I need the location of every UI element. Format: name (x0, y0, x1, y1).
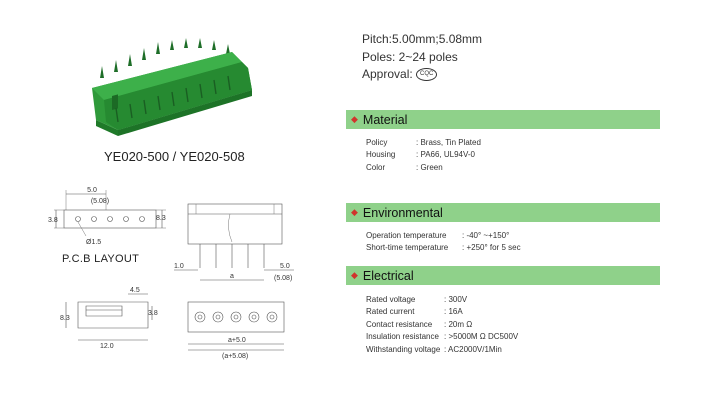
dim-side-height: 8.3 (156, 215, 166, 222)
dim-pitch-alt: (5.08) (91, 198, 109, 205)
list-item: Insulation resistance: >5000M Ω DC500V (366, 332, 519, 342)
dim-pitch: 5.0 (87, 187, 97, 194)
bullet-diamond-icon: ◆ (351, 270, 358, 280)
front-view-drawing: 1.0 a 5.0 (5.08) (174, 203, 294, 282)
list-item: Withstanding voltage: AC2000V/1Min (366, 344, 502, 354)
list-item: Contact resistance: 20m Ω (366, 319, 473, 329)
product-image (92, 38, 252, 136)
pcb-layout-drawing: 5.0 (5.08) 3.8 8.3 Ø1.5 (48, 187, 166, 246)
list-item: Short-time temperature : +250° for 5 sec (366, 243, 521, 253)
list-item: Operation temperature : -40° ~+150° (366, 230, 510, 240)
dim-bottom-a: a+5.0 (228, 337, 246, 344)
dim-pin-offset: 1.0 (174, 263, 184, 270)
pcb-layout-label: P.C.B LAYOUT (62, 253, 140, 265)
bullet-diamond-icon: ◆ (351, 114, 358, 124)
dim-a: a (230, 273, 234, 280)
material-title: Material (362, 112, 408, 127)
spec-pitch: Pitch:5.00mm;5.08mm (362, 32, 483, 46)
spec-approval-label: Approval: (362, 67, 413, 81)
dim-hole-height: 3.8 (48, 217, 58, 224)
dim-side-width: 12.0 (100, 343, 114, 350)
cqc-mark-icon: CQC (416, 68, 438, 82)
dim-hole-diameter: Ø1.5 (86, 239, 101, 246)
list-item: Housing: PA66, UL94V-0 (366, 150, 475, 160)
electrical-rows: Rated voltage: 300V Rated current: 16A C… (366, 293, 518, 356)
dim-front-pitch-alt: (5.08) (274, 275, 292, 282)
side-view-drawing: 4.5 8.3 3.8 12.0 (60, 287, 158, 350)
material-header: ◆ Material (346, 110, 660, 129)
environmental-header: ◆ Environmental (346, 203, 660, 222)
spec-poles: Poles: 2~24 poles (362, 50, 458, 64)
bullet-diamond-icon: ◆ (351, 207, 358, 217)
bottom-view-drawing: a+5.0 (a+5.08) (187, 301, 285, 360)
list-item: Rated current: 16A (366, 307, 463, 317)
electrical-header: ◆ Electrical (346, 266, 660, 285)
list-item: Color: Green (366, 162, 443, 172)
spec-approval: Approval: CQC (362, 67, 438, 82)
environmental-title: Environmental (362, 205, 443, 220)
dim-bottom-a-alt: (a+5.08) (222, 353, 248, 360)
model-number: YE020-500 / YE020-508 (104, 149, 245, 164)
list-item: Policy: Brass, Tin Plated (366, 137, 481, 147)
environmental-rows: Operation temperature : -40° ~+150° Shor… (366, 229, 521, 254)
electrical-title: Electrical (362, 268, 414, 283)
list-item: Rated voltage: 300V (366, 294, 468, 304)
dim-side-right: 3.8 (148, 310, 158, 317)
dim-front-pitch: 5.0 (280, 263, 290, 270)
dim-side-h: 8.3 (60, 315, 70, 322)
dim-side-top: 4.5 (130, 287, 140, 294)
material-rows: Policy: Brass, Tin Plated Housing: PA66,… (366, 136, 481, 174)
